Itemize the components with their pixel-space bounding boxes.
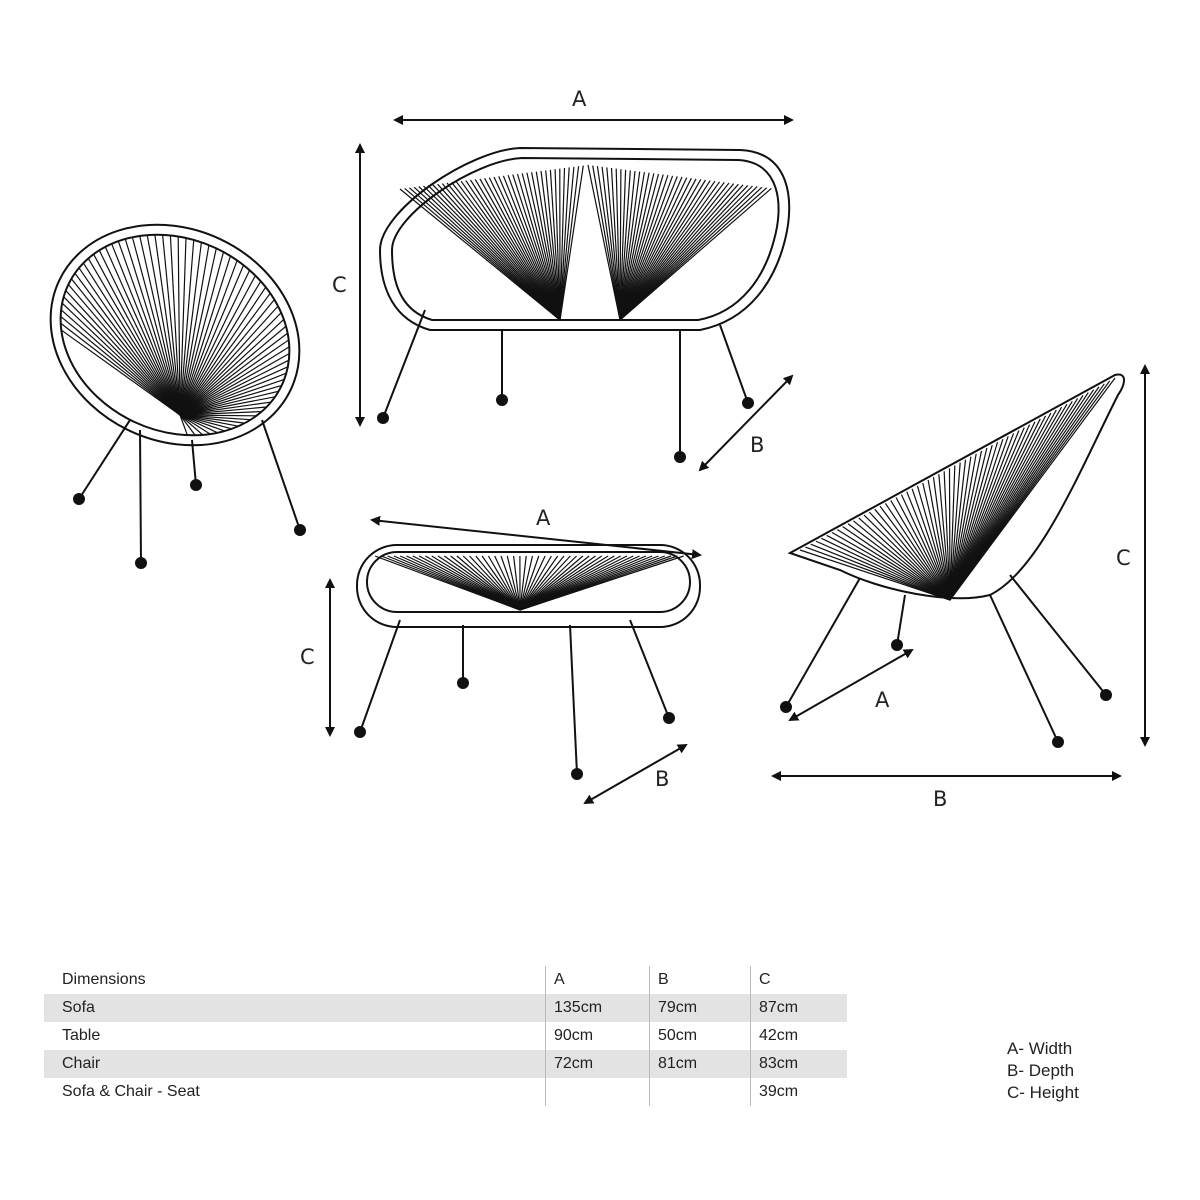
cell-b [649, 1078, 751, 1106]
table-row: Sofa & Chair - Seat 39cm [44, 1078, 847, 1106]
dimensions-table: Dimensions A B C Sofa 135cm 79cm 87cm Ta… [44, 966, 847, 1106]
chair-width-arrow [788, 649, 914, 721]
table-row: Chair 72cm 81cm 83cm [44, 1050, 847, 1078]
cell-a: 135cm [545, 994, 650, 1022]
table-drawing [354, 544, 701, 780]
cell-a: 72cm [545, 1050, 650, 1078]
chair-front-view [49, 223, 306, 569]
table-c-label: C [300, 645, 315, 669]
table-a-label: A [536, 506, 551, 530]
table-width-arrow [370, 515, 702, 560]
table-depth-arrow [583, 744, 688, 804]
sofa-b-label: B [750, 433, 764, 457]
dimension-legend: A- Width B- Depth C- Height [1007, 1038, 1079, 1104]
header-b: B [649, 966, 751, 994]
table-header-row: Dimensions A B C [44, 966, 847, 994]
table-b-label: B [655, 767, 669, 791]
cell-b: 79cm [649, 994, 751, 1022]
chair-c-label: C [1116, 546, 1131, 570]
cell-c: 83cm [750, 1050, 847, 1078]
table-row: Sofa 135cm 79cm 87cm [44, 994, 847, 1022]
chair-side-view [780, 373, 1125, 748]
header-dimensions: Dimensions [62, 971, 146, 988]
header-a: A [545, 966, 650, 994]
cell-c: 87cm [750, 994, 847, 1022]
chair-b-label: B [933, 787, 947, 811]
sofa-drawing [377, 146, 791, 463]
row-name: Sofa & Chair - Seat [62, 1083, 200, 1100]
sofa-c-label: C [332, 273, 347, 297]
sofa-depth-arrow [698, 374, 794, 472]
legend-width: A- Width [1007, 1039, 1073, 1058]
row-name: Sofa [44, 994, 546, 1022]
chair-a-label: A [875, 688, 890, 712]
table-row: Table 90cm 50cm 42cm [44, 1022, 847, 1050]
furniture-drawings: A C B A C B C B A [49, 87, 1150, 811]
row-name: Chair [44, 1050, 546, 1078]
legend-depth: B- Depth [1007, 1061, 1075, 1080]
legend-height: C- Height [1007, 1083, 1079, 1102]
cell-b: 50cm [649, 1022, 751, 1050]
cell-c: 42cm [750, 1022, 847, 1050]
cell-a: 90cm [545, 1022, 650, 1050]
sofa-a-label: A [572, 87, 587, 111]
cell-b: 81cm [649, 1050, 751, 1078]
cell-c: 39cm [750, 1078, 847, 1106]
row-name: Table [62, 1027, 101, 1044]
header-c: C [750, 966, 847, 994]
cell-a [545, 1078, 650, 1106]
